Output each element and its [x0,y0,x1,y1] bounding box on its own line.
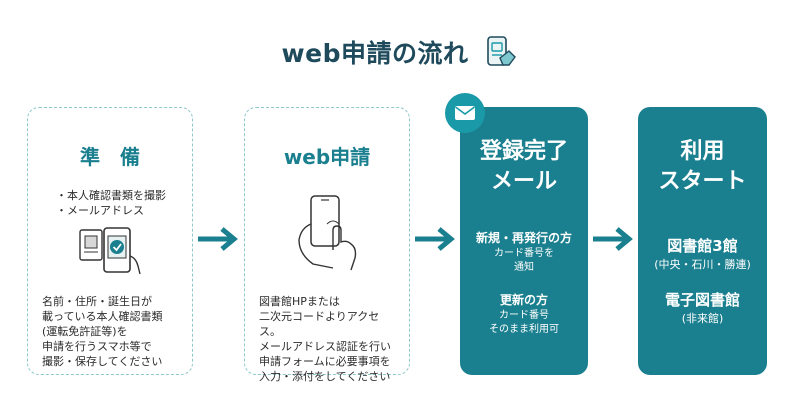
step-registration-complete-card: 登録完了 メール 新規・再発行の方 カード番号を 通知 更新の方 カード番号 そ… [460,107,588,375]
description-line: 名前・住所・誕生日が [42,295,152,308]
id-document-phone-icon [79,227,141,275]
step-registration-complete-heading: 登録完了 メール [460,137,588,197]
heading-line: 利用 [680,139,725,164]
description-line: 二次元コードよりアクセス。 [259,310,380,338]
mail-icon [445,93,485,133]
arrow-right-icon [593,227,633,251]
step-web-apply-heading: web申請 [283,145,371,169]
section-description: カード番号を [494,248,554,259]
renewal-section: 更新の方 カード番号 そのまま利用可 [460,291,588,337]
page-header: web申請の流れ [0,34,800,70]
bullet-item: 本人確認書類を撮影 [56,188,192,203]
e-library-section: 電子図書館 (非来館) [638,289,767,327]
step-prepare-bullets: 本人確認書類を撮影 メールアドレス [56,188,192,218]
new-reissue-section: 新規・再発行の方 カード番号を 通知 [460,229,588,275]
bullet-item: メールアドレス [56,203,192,218]
arrow-right-icon [415,227,455,251]
step-web-apply-card: web申請 図書館HPまたは 二次元コードよりアクセス。 メールアドレス認証を行… [244,107,410,383]
step-start-using-heading: 利用 スタート [638,137,767,197]
description-line: (運転免許証等)を [42,325,128,338]
step-web-apply-description: 図書館HPまたは 二次元コードよりアクセス。 メールアドレス認証を行い 申請フォ… [259,294,401,384]
step-prepare-description: 名前・住所・誕生日が 載っている本人確認書類 (運転免許証等)を 申請を行うスマ… [42,294,184,369]
page-title: web申請の流れ [281,39,469,68]
step-start-using-card: 利用 スタート 図書館3館 (中央・石川・勝連) 電子図書館 (非来館) [638,107,767,375]
description-line: 載っている本人確認書類 [42,310,163,323]
description-line: 申請を行うスマホ等で [42,340,152,353]
hand-phone-touch-icon [298,195,357,271]
section-title: 図書館3館 [667,237,738,255]
heading-line: 登録完了 [479,139,568,164]
section-description: (中央・石川・勝連) [654,258,751,271]
heading-line: メール [490,169,557,194]
libraries-section: 図書館3館 (中央・石川・勝連) [638,235,767,273]
description-line: 入力・添付をしてください [259,370,391,383]
description-line: 申請フォームに必要事項を [259,355,391,368]
step-prepare-heading: 準 備 [80,145,140,169]
section-title: 電子図書館 [664,291,740,309]
section-description: そのまま利用可 [489,324,559,335]
heading-line: スタート [658,169,747,194]
arrow-right-icon [198,227,238,251]
section-description: 通知 [514,262,534,273]
phone-hand-icon [487,36,517,66]
description-line: 撮影・保存してください [42,355,163,368]
section-title: 新規・再発行の方 [475,231,572,245]
section-title: 更新の方 [499,293,548,307]
step-prepare-card: 準 備 本人確認書類を撮影 メールアドレス 名前・住所・誕生日が 載っている本人… [27,107,193,375]
section-description: (非来館) [681,312,724,325]
description-line: 図書館HPまたは [259,295,340,308]
section-description: カード番号 [499,310,549,321]
description-line: メールアドレス認証を行い [259,340,391,353]
